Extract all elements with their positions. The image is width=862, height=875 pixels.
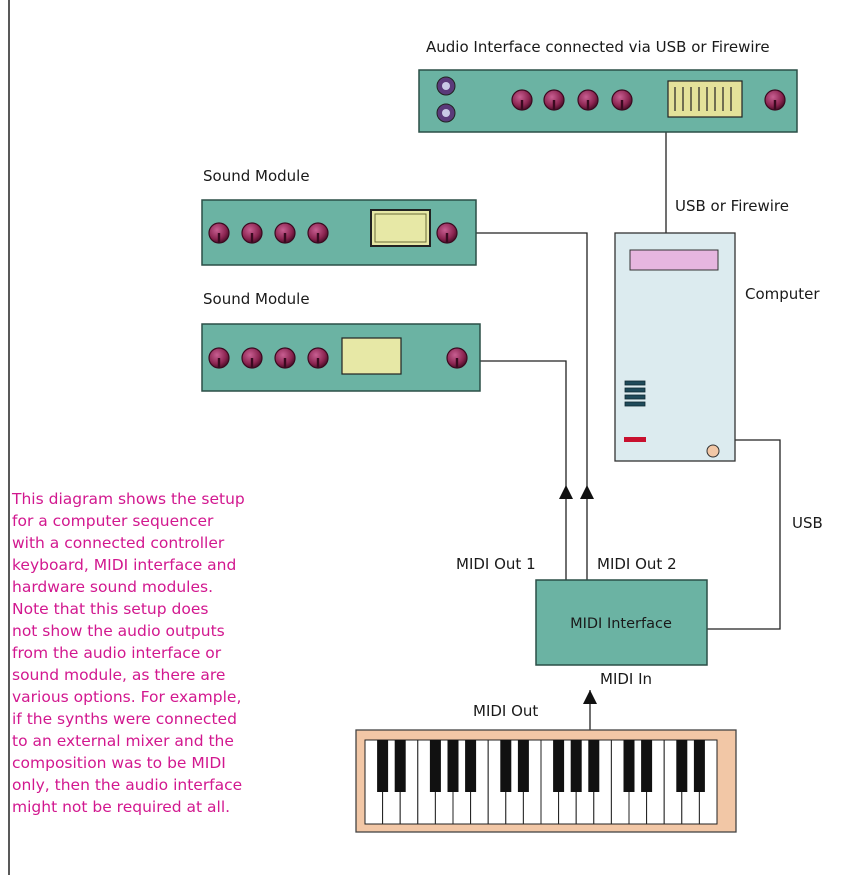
- midi-out-2-label: MIDI Out 2: [597, 555, 677, 573]
- midi-in-label: MIDI In: [600, 670, 652, 688]
- caption-line: keyboard, MIDI interface and: [12, 556, 237, 574]
- arrow-midi-out-1: [559, 485, 573, 499]
- knob-icon: [610, 88, 634, 112]
- arrow-midi-in: [583, 690, 597, 704]
- caption-line: to an external mixer and the: [12, 732, 234, 750]
- display-panel: [341, 337, 402, 375]
- caption-line: Note that this setup does: [12, 600, 209, 618]
- caption-line: might not be required at all.: [12, 798, 231, 816]
- midi-out-2-cable: [476, 232, 588, 580]
- midi-out-1-label: MIDI Out 1: [456, 555, 536, 573]
- knob-icon: [763, 88, 787, 112]
- knob-icon: [510, 88, 534, 112]
- usb-firewire-label: USB or Firewire: [675, 197, 789, 215]
- caption-line: hardware sound modules.: [12, 578, 213, 596]
- black-key: [394, 740, 406, 792]
- black-key: [517, 740, 529, 792]
- black-key: [623, 740, 635, 792]
- midi-out-1-cable: [480, 360, 567, 580]
- knob-icon: [273, 221, 297, 245]
- display-panel: [370, 209, 431, 247]
- midi-out-label: MIDI Out: [473, 702, 538, 720]
- power-button-icon: [706, 444, 720, 458]
- caption-line: only, then the audio interface: [12, 776, 243, 794]
- black-key: [676, 740, 688, 792]
- usb-label: USB: [792, 514, 823, 532]
- arrow-midi-out-2: [580, 485, 594, 499]
- power-light-icon: [624, 437, 646, 442]
- caption-line: from the audio interface or: [12, 644, 222, 662]
- caption-line: with a connected controller: [12, 534, 225, 552]
- caption-line: composition was to be MIDI: [12, 754, 226, 772]
- caption-line: if the synths were connected: [12, 710, 237, 728]
- black-key: [447, 740, 459, 792]
- caption-line: for a computer sequencer: [12, 512, 214, 530]
- midi-interface-device: [535, 579, 708, 666]
- knob-icon: [207, 346, 231, 370]
- black-key: [465, 740, 477, 792]
- knob-icon: [435, 221, 459, 245]
- computer-screen: [629, 249, 719, 271]
- black-key: [429, 740, 441, 792]
- knob-icon: [306, 346, 330, 370]
- caption-line: This diagram shows the setup: [12, 490, 245, 508]
- sound-module-1: [201, 199, 477, 266]
- computer-label: Computer: [745, 285, 820, 303]
- sound-module-2-label: Sound Module: [203, 290, 310, 308]
- caption-line: various options. For example,: [12, 688, 242, 706]
- black-key: [588, 740, 600, 792]
- usb-cable: [707, 439, 781, 630]
- knob-icon: [240, 346, 264, 370]
- sound-module-1-label: Sound Module: [203, 167, 310, 185]
- midi-interface-label: MIDI Interface: [570, 616, 672, 632]
- black-key: [570, 740, 582, 792]
- controller-keyboard: [355, 729, 737, 833]
- drive-bays-icon: [624, 380, 646, 407]
- black-key: [377, 740, 389, 792]
- knob-icon: [306, 221, 330, 245]
- knob-icon: [273, 346, 297, 370]
- knob-icon: [240, 221, 264, 245]
- knob-icon: [542, 88, 566, 112]
- caption-line: sound module, as there are: [12, 666, 226, 684]
- knob-icon: [445, 346, 469, 370]
- knob-icon: [207, 221, 231, 245]
- fader-bank-icon: [667, 80, 743, 118]
- black-key: [693, 740, 705, 792]
- audio-interface-label: Audio Interface connected via USB or Fir…: [426, 38, 770, 56]
- computer-tower: [614, 232, 736, 462]
- white-keys: [364, 739, 718, 825]
- black-key: [641, 740, 653, 792]
- diagram-caption: This diagram shows the setup for a compu…: [12, 488, 312, 818]
- xlr-input-icon: [436, 76, 456, 123]
- knob-icon: [576, 88, 600, 112]
- caption-line: not show the audio outputs: [12, 622, 225, 640]
- audio-interface-device: [418, 69, 798, 133]
- black-key: [553, 740, 565, 792]
- black-key: [500, 740, 512, 792]
- black-keys: [377, 740, 705, 792]
- connection-lines: [476, 132, 781, 730]
- sound-module-2: [201, 323, 481, 392]
